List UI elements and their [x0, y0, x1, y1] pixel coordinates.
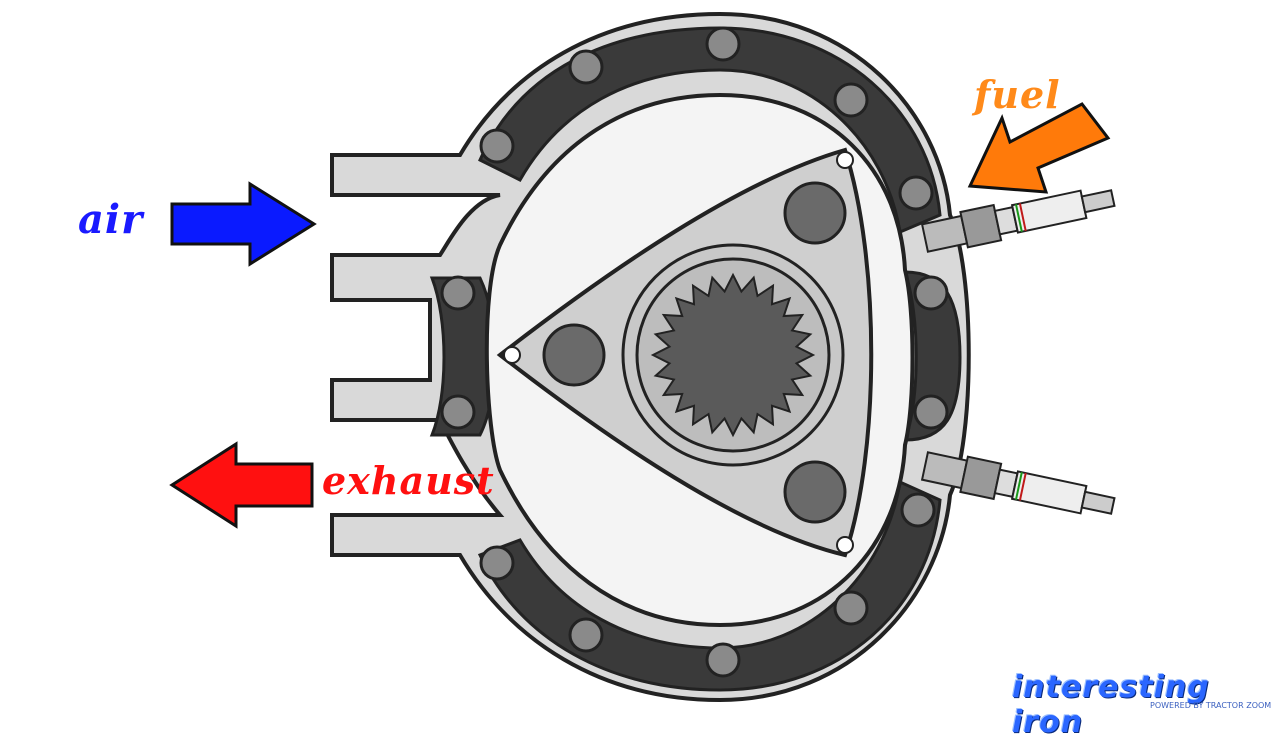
brand-tagline: POWERED BY TRACTOR ZOOM	[1150, 701, 1272, 710]
rotor	[496, 147, 874, 558]
fuel-label: fuel	[974, 72, 1061, 117]
exhaust-label: exhaust	[322, 458, 495, 503]
spark-plug-icon	[920, 189, 1116, 253]
rotary-engine-diagram	[169, 11, 1116, 703]
spark-plug-icon	[920, 451, 1116, 515]
air-label: air	[78, 196, 144, 243]
exhaust-arrow-icon	[169, 441, 314, 529]
gear-icon	[650, 272, 816, 438]
air-arrow-icon	[170, 181, 317, 267]
fuel-arrow-icon	[967, 102, 1111, 194]
bolt-holes	[440, 26, 949, 678]
